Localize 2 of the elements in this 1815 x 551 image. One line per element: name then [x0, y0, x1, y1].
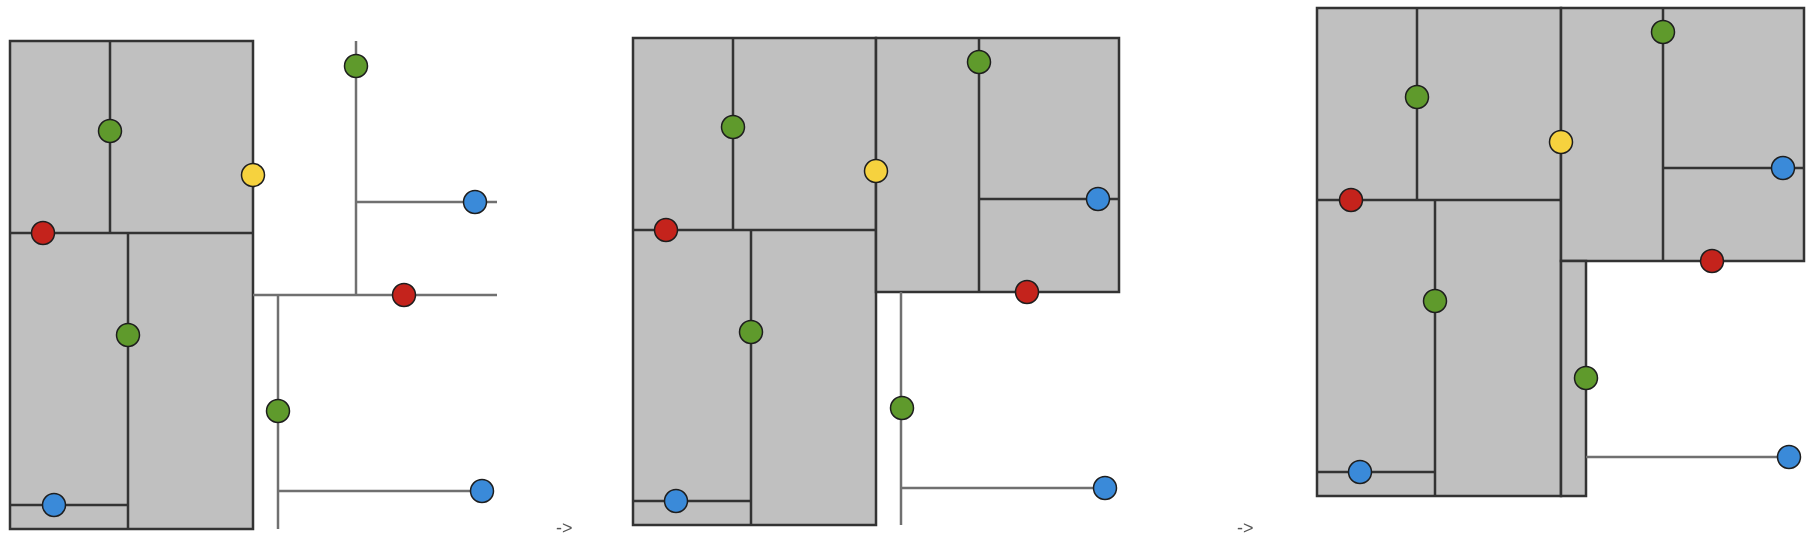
step-arrow-label: -> — [556, 519, 573, 537]
step-arrow-label: -> — [1237, 519, 1254, 537]
